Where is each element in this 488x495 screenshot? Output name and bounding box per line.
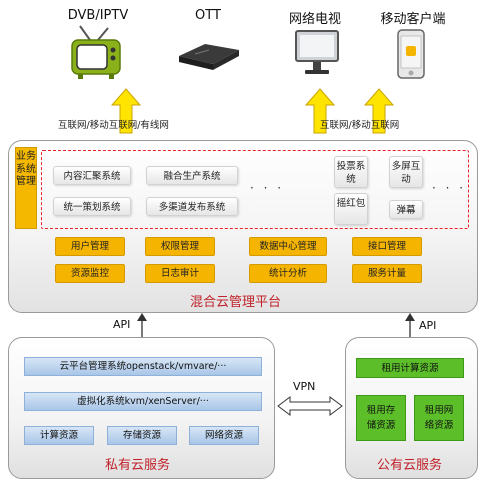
multichannel-publish-system[interactable]: 多渠道发布系统 [146,197,238,216]
cloud-platform-management-bar[interactable]: 云平台管理系统openstack/vmvare/··· [24,357,262,376]
red-packet[interactable]: 摇红包 [334,193,368,225]
service-metering[interactable]: 服务计量 [352,264,422,283]
business-system-tag: 业务系统管理 [15,147,37,229]
up-arrow-middle [305,88,335,134]
up-arrow-left [111,88,141,134]
vpn-label: VPN [293,380,316,393]
network-label-right: 互联网/移动互联网 [320,120,400,131]
compute-resource[interactable]: 计算资源 [24,426,94,445]
device-label-dvb-iptv: DVB/IPTV [67,8,129,23]
monitor-icon [295,30,339,74]
data-center-management[interactable]: 数据中心管理 [249,237,327,256]
rent-network-resource[interactable]: 租用网络资源 [414,395,464,441]
phone-icon [397,29,425,79]
log-audit[interactable]: 日志审计 [145,264,215,283]
danmaku[interactable]: 弹幕 [389,200,423,219]
api-arrow-right [405,313,415,338]
network-resource[interactable]: 网络资源 [189,426,259,445]
statistical-analysis[interactable]: 统计分析 [249,264,327,283]
platform-title: 混合云管理平台 [190,295,282,310]
up-arrow-right [364,88,394,134]
network-label-left: 互联网/移动互联网/有线网 [58,120,169,131]
public-cloud-title: 公有云服务 [377,458,443,473]
virtualization-system-bar[interactable]: 虚拟化系统kvm/xenServer/··· [24,392,262,411]
api-label-right: API [419,319,437,332]
device-label-network-tv: 网络电视 [288,12,341,27]
multiscreen-interaction[interactable]: 多屏互动 [389,156,423,188]
voting-system[interactable]: 投票系统 [334,156,368,188]
device-label-mobile-client: 移动客户端 [380,12,446,27]
settop-box-icon [179,44,239,70]
interface-management[interactable]: 接口管理 [352,237,422,256]
rent-compute-resource[interactable]: 租用计算资源 [356,358,464,378]
business-systems-group [41,150,469,229]
private-cloud-title: 私有云服务 [105,458,171,473]
api-label-left: API [113,318,131,331]
unified-planning-system[interactable]: 统一策划系统 [53,197,131,216]
resource-monitoring[interactable]: 资源监控 [55,264,125,283]
permission-management[interactable]: 权限管理 [145,237,215,256]
converged-production-system[interactable]: 融合生产系统 [146,166,238,185]
storage-resource[interactable]: 存储资源 [107,426,177,445]
ellipsis-right: · · · [432,181,467,195]
retro-tv-icon [71,25,121,79]
user-management[interactable]: 用户管理 [55,237,125,256]
device-label-ott: OTT [195,8,221,23]
ellipsis-middle: · · · [250,181,285,195]
vpn-double-arrow [277,396,343,416]
rent-storage-resource[interactable]: 租用存储资源 [356,395,406,441]
content-aggregation-system[interactable]: 内容汇聚系统 [53,166,131,185]
api-arrow-left [137,313,147,338]
